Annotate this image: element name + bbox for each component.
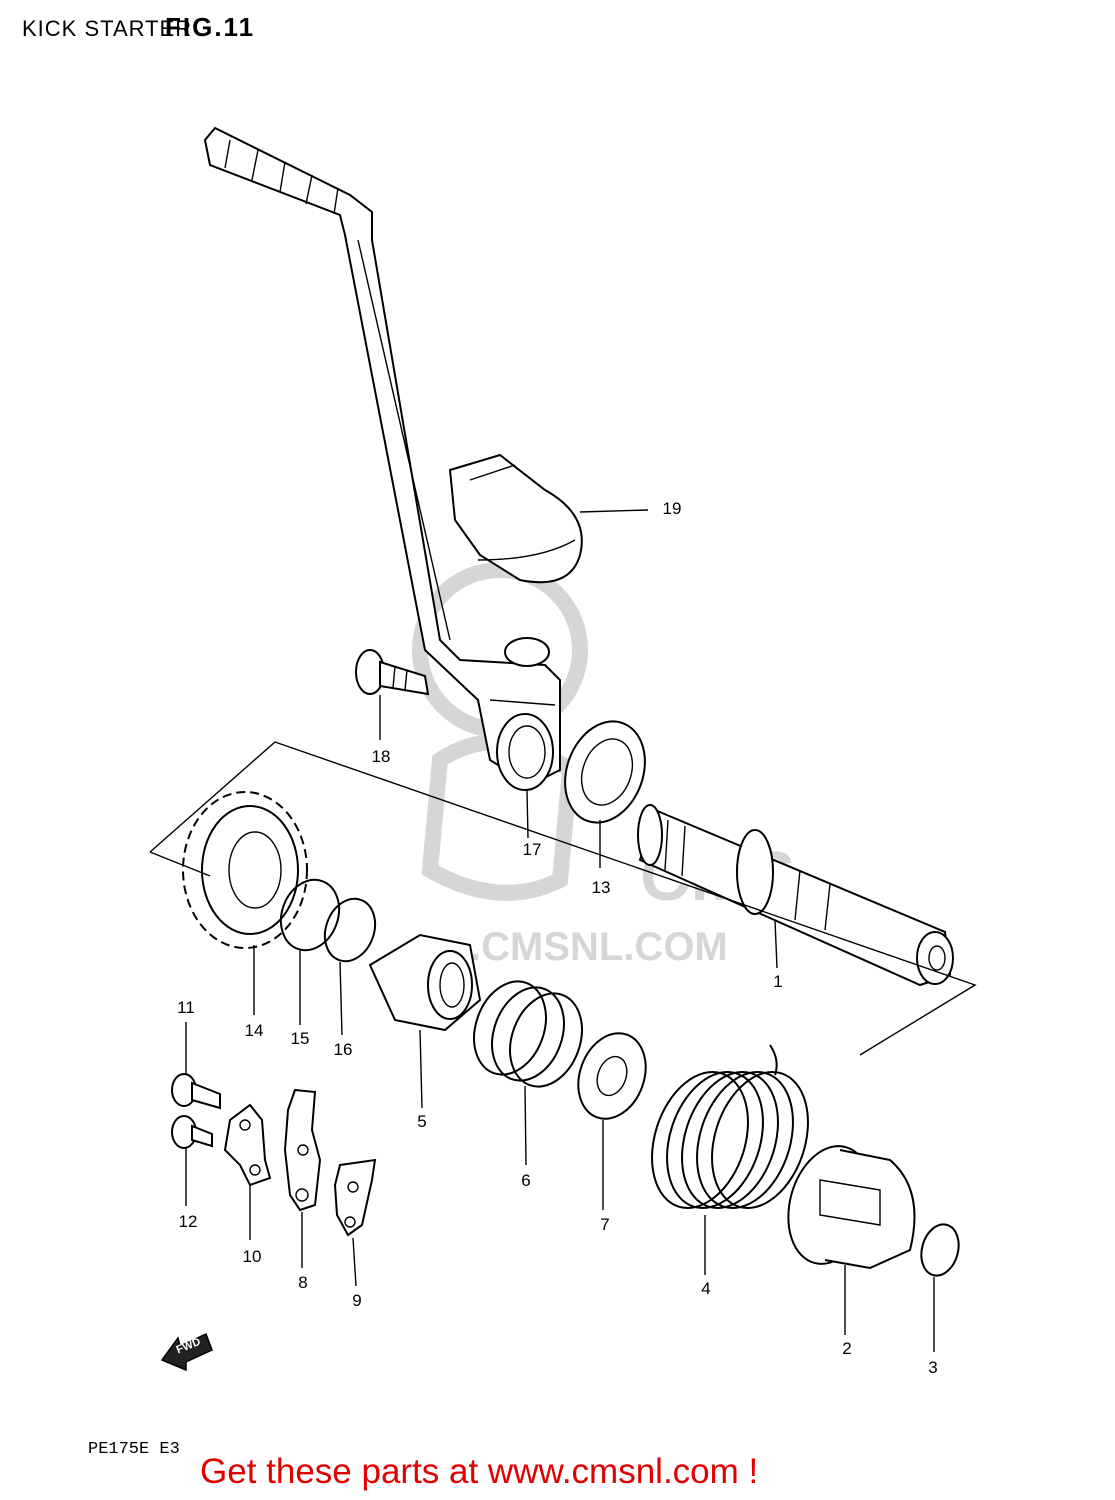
callout-9: 9 (352, 1291, 362, 1310)
guide-circlip (920, 1223, 960, 1277)
callout-16: 16 (333, 1040, 353, 1059)
watermark-url: .CMSNL.COM (470, 925, 728, 969)
lever-bolt (355, 649, 430, 696)
kick-boot (448, 453, 583, 584)
return-spring (651, 1044, 809, 1210)
guide-plate (283, 1088, 322, 1212)
spring-washer (577, 1032, 647, 1120)
stopper-plate (223, 1103, 272, 1187)
figure-number: FIG.11 (165, 12, 256, 42)
callout-8: 8 (298, 1273, 308, 1292)
kick-guide (368, 933, 482, 1032)
callout-14: 14 (244, 1021, 264, 1040)
callout-7: 7 (600, 1215, 610, 1234)
kick-lever (203, 126, 561, 791)
callout-4: 4 (701, 1279, 711, 1298)
diagram-title: KICK STARTER (22, 16, 193, 41)
callout-11: 11 (177, 998, 195, 1017)
callout-18: 18 (371, 747, 391, 766)
callout-13: 13 (591, 878, 611, 897)
guide-spring (473, 980, 583, 1088)
cta-link[interactable]: Get these parts at www.cmsnl.com ! (200, 1452, 759, 1491)
gear-washer (279, 878, 341, 952)
callout-6: 6 (521, 1171, 531, 1190)
callout-3: 3 (928, 1358, 938, 1377)
fwd-arrow-icon (160, 1332, 213, 1372)
kick-shaft (637, 804, 954, 987)
gear-circlip (323, 897, 377, 963)
model-code: PE175E E3 (88, 1440, 180, 1459)
kick-gear (182, 791, 308, 949)
callout-1: 1 (773, 972, 783, 991)
spring-guide (787, 1145, 916, 1270)
callout-15: 15 (290, 1029, 310, 1048)
callout-10: 10 (242, 1247, 262, 1266)
callout-5: 5 (417, 1112, 427, 1131)
callout-17: 17 (522, 840, 542, 859)
plate-bolt (171, 1115, 213, 1149)
lock-plate (333, 1158, 377, 1237)
callout-19: 19 (662, 499, 682, 518)
callout-12: 12 (178, 1212, 198, 1231)
stopper-bolt (171, 1073, 221, 1110)
oil-seal (564, 720, 646, 824)
assembly-bracket (149, 741, 977, 1056)
leader-lines (185, 509, 935, 1352)
callout-2: 2 (842, 1339, 852, 1358)
